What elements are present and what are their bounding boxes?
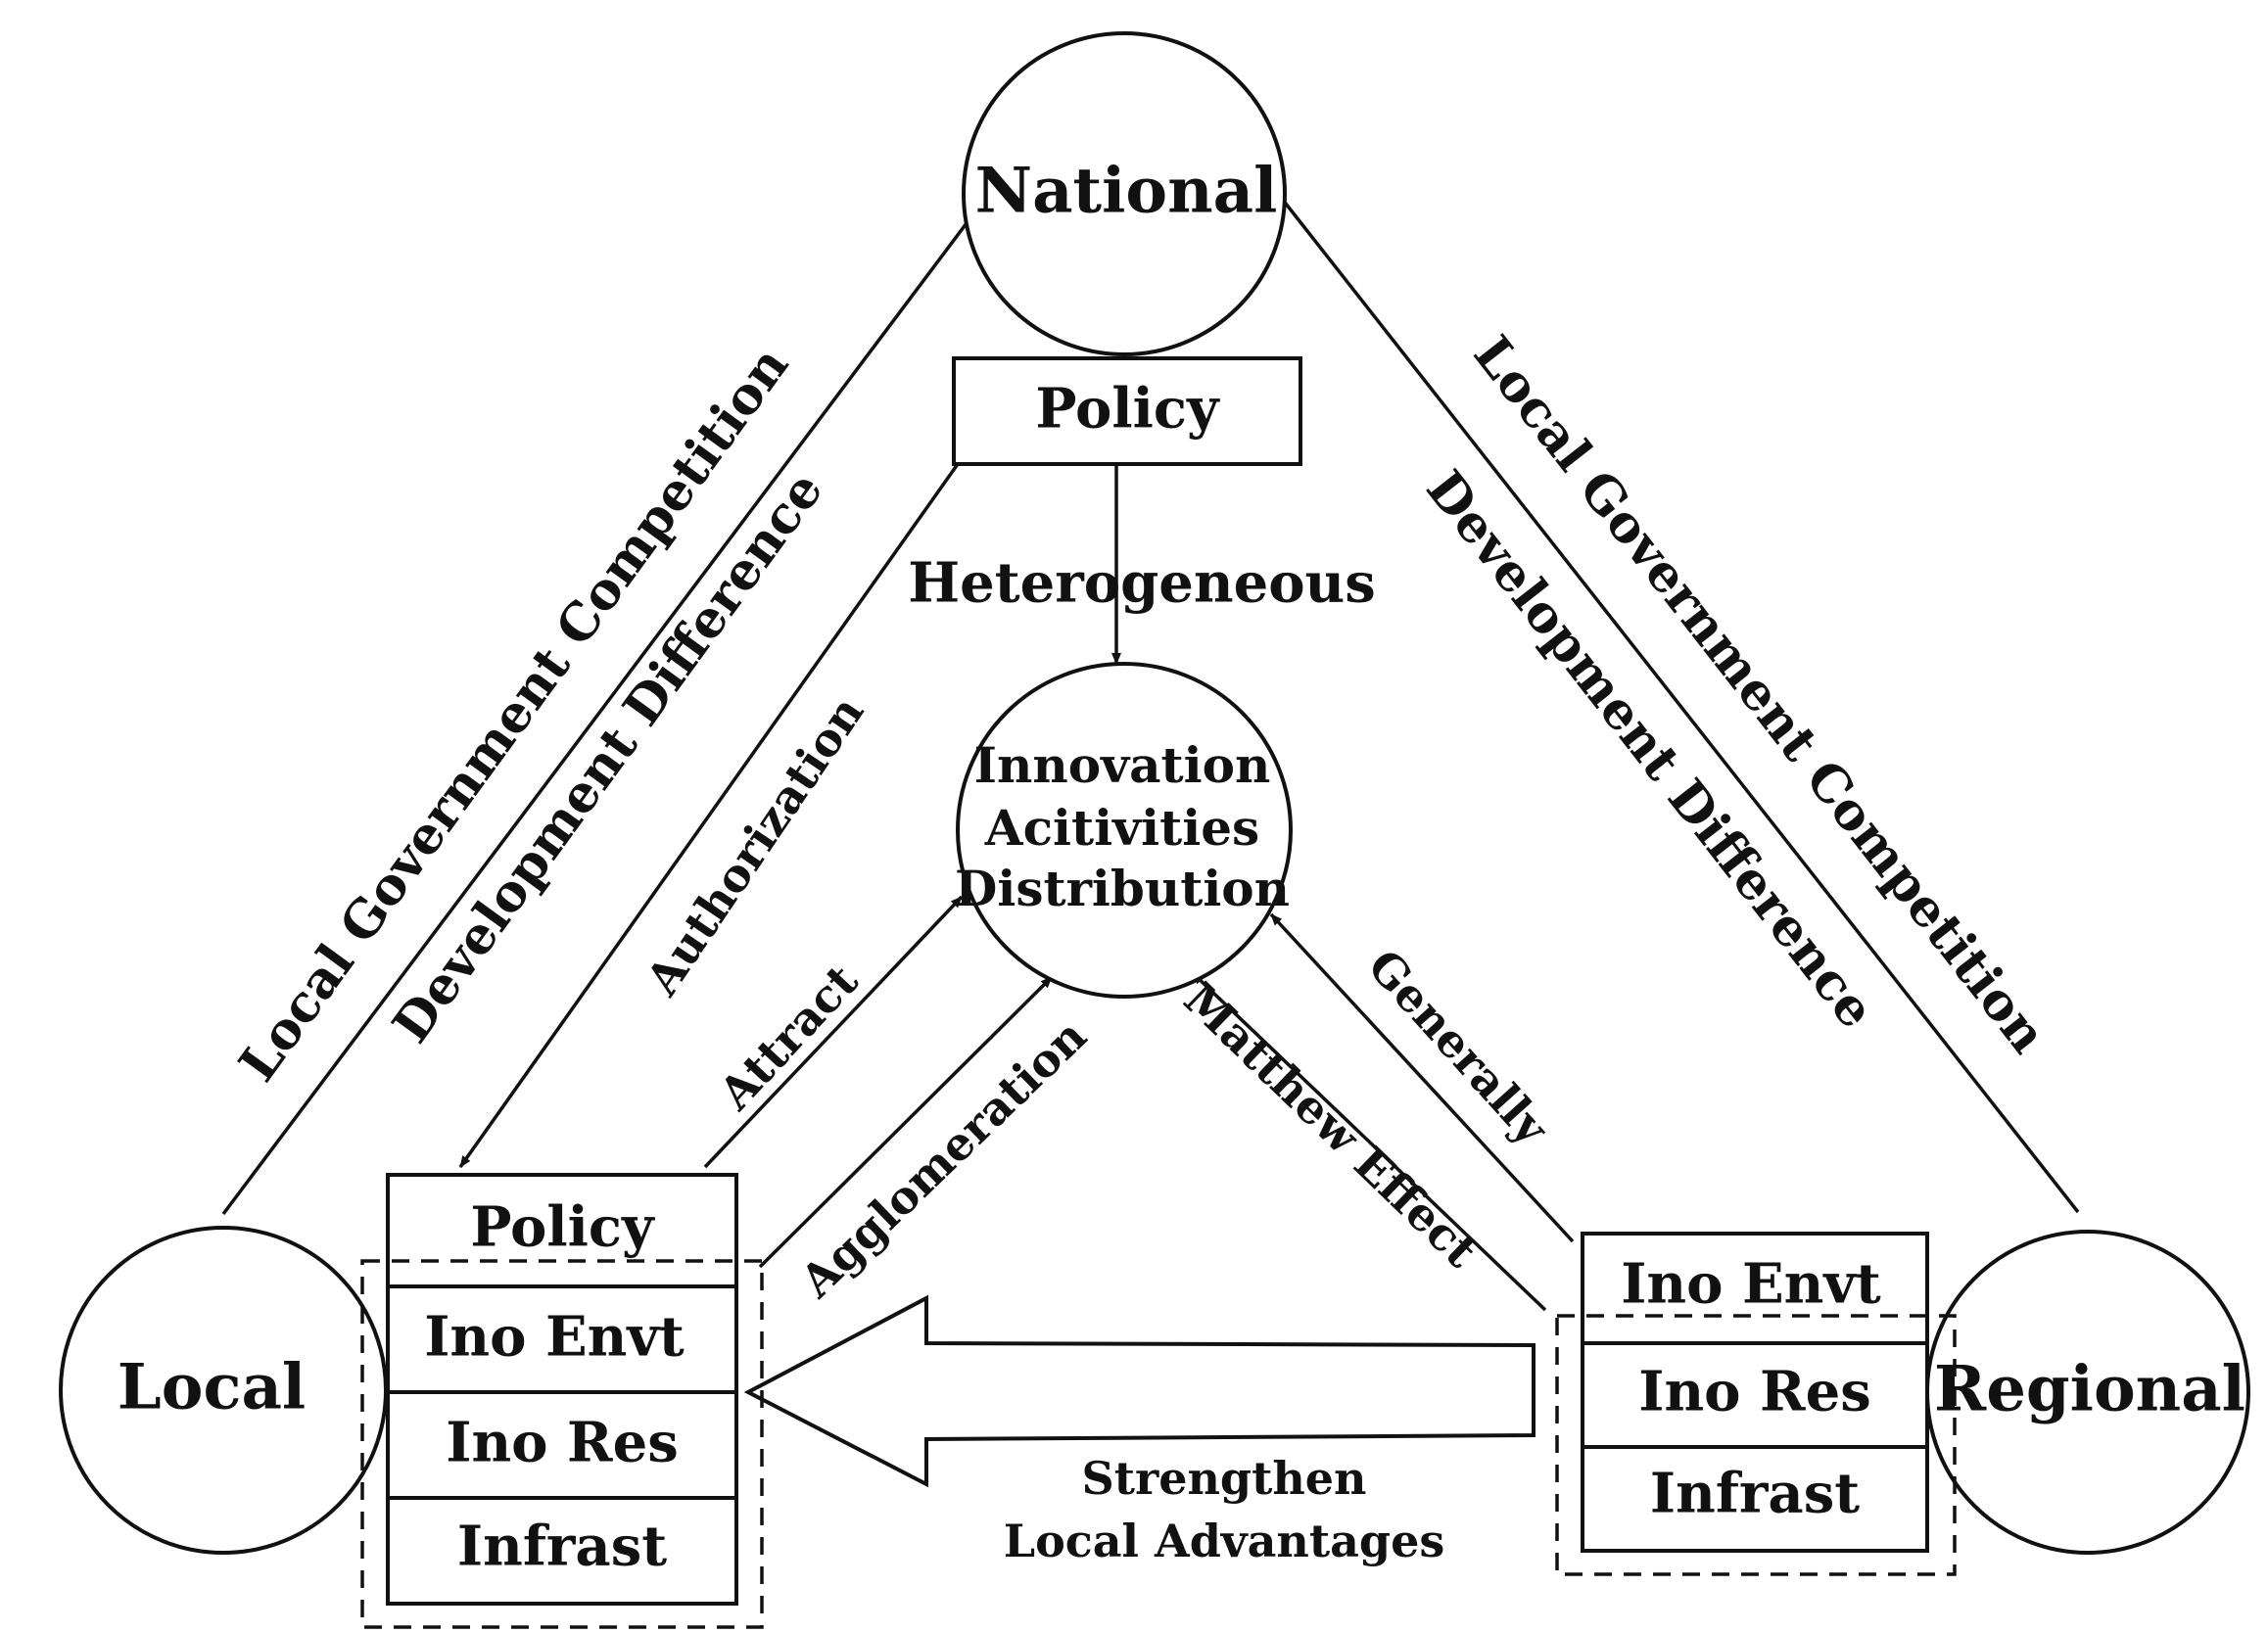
label-center-line-2: Acitivities [984,799,1259,857]
regional-box-ino-res [1581,1341,1929,1449]
hollow-arrow-strengthen [743,1294,1536,1488]
edge-label-right-competition: Local Government Competition [1462,325,2058,1064]
line-generally [1269,912,1575,1243]
label-local-infrast: Infrast [457,1515,667,1579]
line-authorization [458,462,960,1169]
edge-label-agglomeration: Agglomeration [789,1009,1097,1309]
label-center-line-1: Innovation [974,736,1271,794]
national-policy-box [952,356,1302,466]
local-box-policy [386,1173,738,1288]
label-regional-infrast: Infrast [1650,1462,1860,1526]
local-box-infrast [386,1496,738,1606]
line-local-to-national [221,186,995,1216]
edge-label-left-competition: Local Government Competition [227,336,800,1093]
label-local-ino-res: Ino Res [446,1411,678,1475]
label-local: Local [118,1351,306,1424]
label-regional-ino-res: Ino Res [1638,1360,1870,1424]
regional-box-infrast [1581,1445,1929,1553]
label-local-policy: Policy [470,1195,655,1260]
line-matthew-effect [1191,971,1547,1312]
edge-label-generally: Generally [1357,939,1559,1155]
edge-label-heterogeneous: Heterogeneous [908,551,1376,616]
label-national-policy: Policy [1035,377,1220,442]
label-center-line-3: Distribution [955,860,1290,917]
node-national [962,31,1287,356]
label-regional-ino-envt: Ino Envt [1621,1252,1881,1317]
label-local-ino-envt: Ino Envt [424,1305,685,1370]
line-attract [703,895,964,1169]
local-box-ino-envt [386,1284,738,1394]
edge-label-attract: Attract [708,954,869,1120]
edge-label-strengthen-2: Local Advantages [1004,1515,1445,1567]
line-regional-to-national [1273,188,2080,1214]
edge-label-strengthen-1: Strengthen [1082,1452,1367,1505]
edge-label-authorization: Authorization [635,687,874,1005]
line-agglomeration [758,975,1054,1269]
regional-dashed-frame [1555,1314,1957,1576]
node-center [956,662,1293,999]
label-national: National [975,155,1278,228]
label-regional: Regional [1934,1353,2245,1426]
